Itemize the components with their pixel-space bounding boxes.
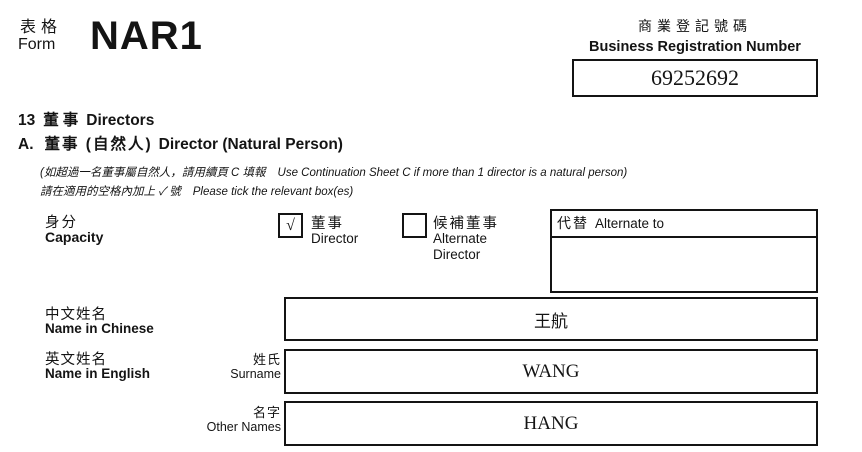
form-code-title: NAR1 xyxy=(90,14,203,58)
english-name-label-en: Name in English xyxy=(45,366,151,381)
brn-label-en: Business Registration Number xyxy=(589,39,801,55)
capacity-label-en: Capacity xyxy=(45,229,104,245)
section-title-zh: 董事 xyxy=(43,112,83,129)
chinese-name-field[interactable]: 王航 xyxy=(284,297,818,341)
director-option-label-zh: 董事 xyxy=(311,216,344,232)
brn-value-field[interactable]: 69252692 xyxy=(572,59,818,97)
surname-field[interactable]: WANG xyxy=(284,349,818,394)
form-label-zh: 表格 xyxy=(20,19,63,36)
director-checkbox[interactable]: √ xyxy=(278,213,303,238)
section-title-en: Directors xyxy=(86,112,155,129)
alternate-to-input[interactable] xyxy=(552,238,816,293)
brn-label-zh: 商業登記號碼 xyxy=(638,18,752,34)
surname-label: 姓氏 Surname xyxy=(230,352,281,381)
other-names-label: 名字 Other Names xyxy=(206,405,281,434)
form-label-en: Form xyxy=(18,36,56,53)
alternate-director-checkbox[interactable] xyxy=(402,213,427,238)
other-names-field[interactable]: HANG xyxy=(284,401,818,446)
english-name-label-zh: 英文姓名 xyxy=(45,352,107,368)
chinese-name-label-en: Name in Chinese xyxy=(45,321,154,336)
alternate-director-option-label-zh: 候補董事 xyxy=(433,216,499,232)
subsection-title-zh: 董事 (自然人) xyxy=(44,136,153,153)
capacity-label-zh: 身分 xyxy=(45,215,78,231)
alternate-director-option-label-en: Alternate Director xyxy=(433,231,488,262)
subsection-a-header: A. 董事 (自然人) Director (Natural Person) xyxy=(18,132,343,154)
subsection-title-en: Director (Natural Person) xyxy=(158,136,343,153)
business-registration-number-block: 商業登記號碼 Business Registration Number 6925… xyxy=(540,16,850,97)
director-option-label-en: Director xyxy=(311,231,359,246)
subsection-letter: A. xyxy=(18,136,34,153)
section-number: 13 xyxy=(18,112,36,129)
tick-mark: √ xyxy=(286,217,295,234)
chinese-name-label-zh: 中文姓名 xyxy=(45,307,107,323)
